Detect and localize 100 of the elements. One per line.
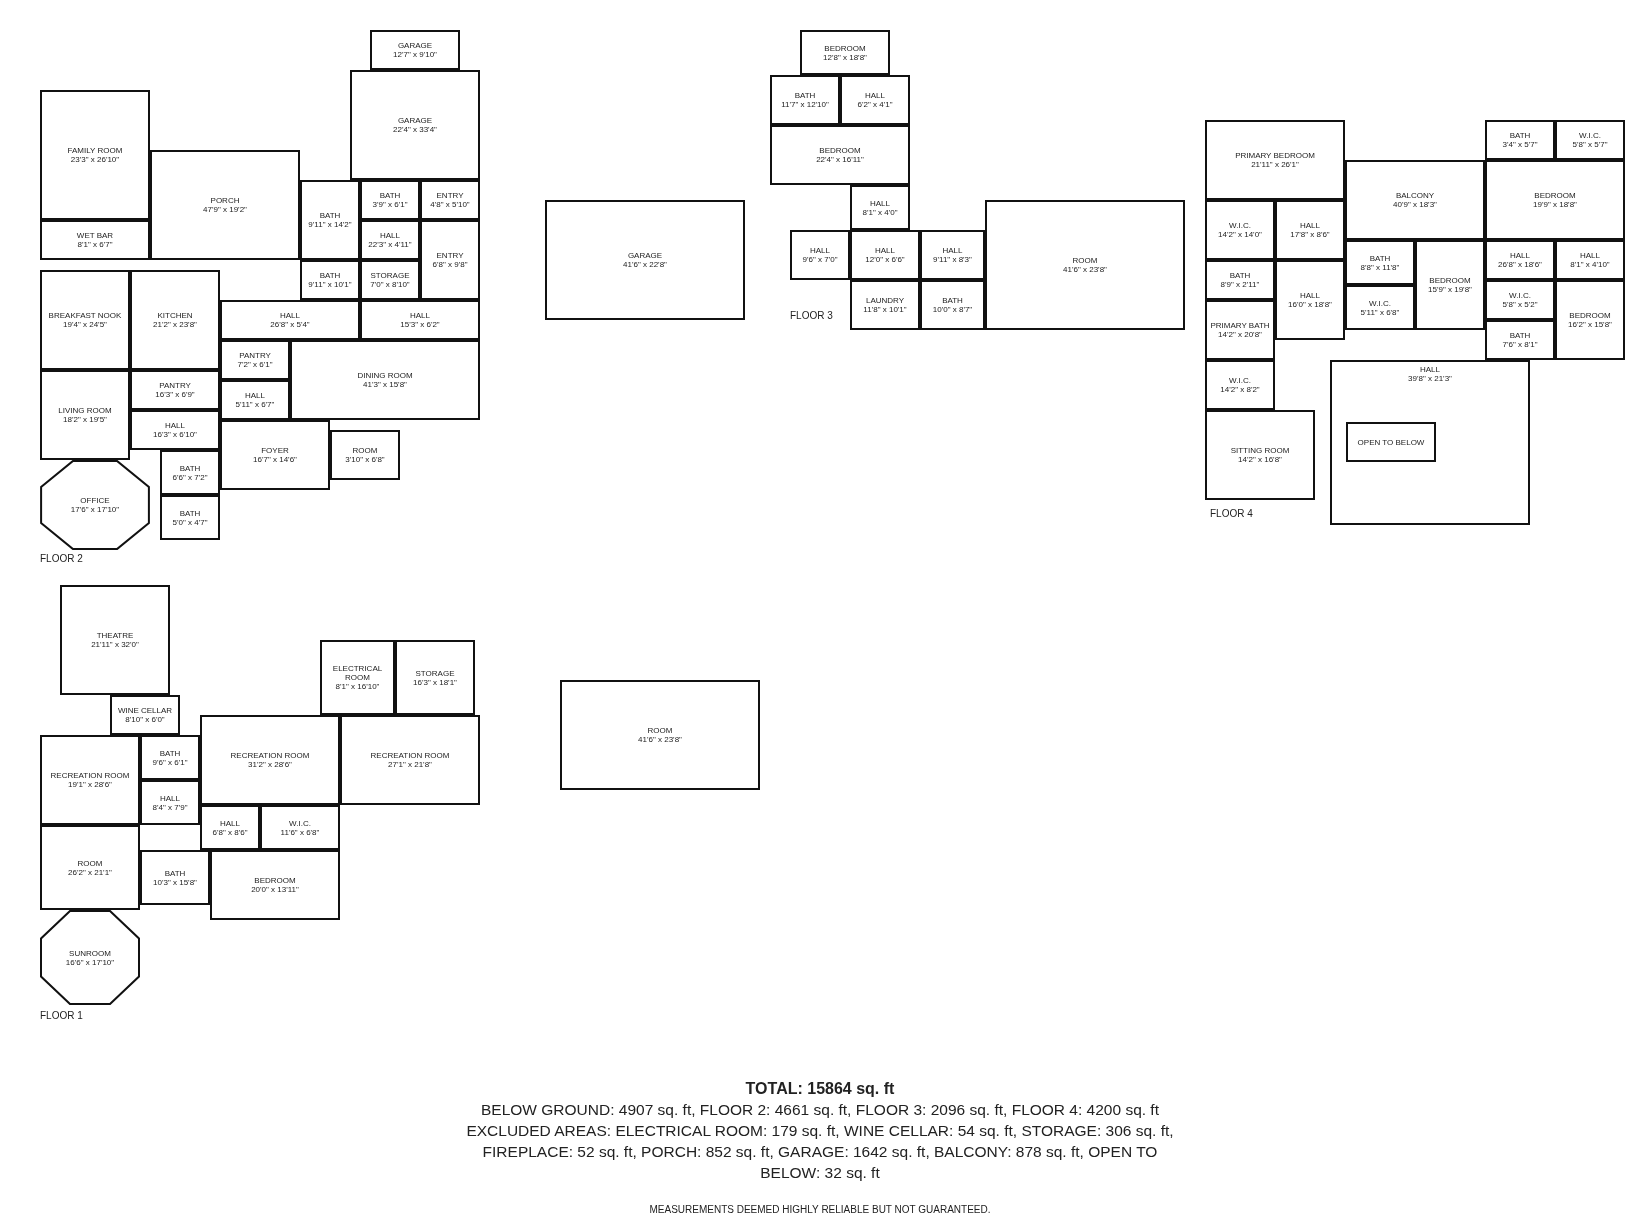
room-name: BATH <box>159 748 181 758</box>
room-outline <box>1555 240 1625 280</box>
room-dimensions: 8'1" x 4'0" <box>862 207 898 217</box>
room-outline <box>985 200 1185 330</box>
room-dimensions: 6'6" x 7'2" <box>172 472 208 482</box>
room-outline <box>1205 410 1315 500</box>
room-dimensions: 14'2" x 16'8" <box>1238 455 1282 464</box>
room-outline <box>330 430 400 480</box>
room-name: HALL <box>870 198 890 208</box>
room-name: HALL <box>1580 251 1600 260</box>
room-dimensions: 26'8" x 18'6" <box>1498 260 1542 269</box>
room-outline <box>1345 240 1415 285</box>
room-name: BATH <box>319 211 341 220</box>
room-name: HALL <box>245 391 265 400</box>
room-name: ROOM <box>647 726 673 735</box>
room-outline <box>200 715 340 805</box>
room-outline <box>420 220 480 300</box>
disclaimer-note: MEASUREMENTS DEEMED HIGHLY RELIABLE BUT NOT GUARANTEED. <box>649 1203 991 1217</box>
room-outline <box>1485 160 1625 240</box>
room-dimensions: 26'2" x 21'1" <box>68 867 112 877</box>
room-name: THEATRE <box>96 631 134 640</box>
room-dimensions: 22'3" x 4'11" <box>368 240 412 249</box>
room-dimensions: 41'6" x 23'8" <box>1063 265 1107 274</box>
room-dimensions: 3'10" x 6'8" <box>345 455 385 464</box>
room-name: WET BAR <box>76 231 114 240</box>
room-dimensions: 41'3" x 15'8" <box>363 380 407 389</box>
room-name: BEDROOM <box>1429 276 1471 285</box>
room-outline <box>130 370 220 410</box>
room-name: PRIMARY BEDROOM <box>1235 151 1315 160</box>
room-outline <box>40 270 130 370</box>
room-outline <box>1275 260 1345 340</box>
room-dimensions: 5'8" x 5'2" <box>1502 300 1538 309</box>
room-name: PORCH <box>210 196 240 205</box>
room-name: ENTRY <box>436 251 464 260</box>
room-name: BATH <box>1229 271 1251 280</box>
area-summary: BELOW GROUND: 4907 sq. ft, FLOOR 2: 4661 sq. ft, FLOOR 3: 2096 sq. ft, FLOOR 4: 4200 sq. ft <box>481 1100 1159 1120</box>
room-name: ROOM <box>1072 256 1098 265</box>
room-name: ELECTRICAL ROOM <box>331 664 384 682</box>
room-dimensions: 3'9" x 6'1" <box>372 200 408 209</box>
room-name: HALL <box>165 421 185 430</box>
room-name: BATH <box>164 868 186 878</box>
room-dimensions: 8'8" x 11'8" <box>1360 262 1400 272</box>
room-outline <box>800 30 890 75</box>
room-name: BATH <box>379 191 401 200</box>
room-outline <box>40 370 130 460</box>
room-dimensions: 17'6" x 17'10" <box>70 505 120 514</box>
room-outline <box>1555 280 1625 360</box>
room-outline <box>1205 300 1275 360</box>
room-dimensions: 16'3" x 6'9" <box>155 390 195 399</box>
room-name: BATH <box>1369 253 1391 263</box>
room-dimensions: 9'11" x 8'3" <box>933 255 972 264</box>
room-outline <box>40 910 140 1005</box>
room-outline <box>300 260 360 300</box>
room-outline <box>1345 285 1415 330</box>
room-outline <box>360 220 420 260</box>
room-dimensions: 9'6" x 7'0" <box>802 255 838 264</box>
room-name: RECREATION ROOM <box>50 771 130 780</box>
room-dimensions: 9'11" x 10'1" <box>308 280 352 289</box>
room-dimensions: 9'6" x 6'1" <box>152 757 188 767</box>
room-outline <box>1485 280 1555 320</box>
room-name: KITCHEN <box>157 311 193 320</box>
room-dimensions: 5'8" x 5'7" <box>1572 140 1608 149</box>
room-dimensions: 12'0" x 6'6" <box>865 255 905 264</box>
room-dimensions: 21'2" x 23'8" <box>153 320 197 329</box>
room-dimensions: 14'2" x 14'0" <box>1218 230 1262 239</box>
room-outline <box>360 260 420 300</box>
room-outline <box>920 230 985 280</box>
room-dimensions: 16'6" x 17'10" <box>65 957 115 967</box>
room-outline <box>920 280 985 330</box>
room-name: HALL <box>1300 221 1320 230</box>
room-name: WINE CELLAR <box>117 706 173 715</box>
room-dimensions: 19'4" x 24'5" <box>63 320 107 329</box>
room-outline <box>60 585 170 695</box>
room-outline <box>40 460 150 550</box>
room-dimensions: 8'4" x 7'9" <box>152 802 188 812</box>
room-outline <box>220 340 290 380</box>
room-name: W.I.C. <box>289 818 311 828</box>
room-outline <box>220 300 360 340</box>
room-dimensions: 22'4" x 16'11" <box>816 155 864 164</box>
room-name: ROOM <box>352 446 378 455</box>
room-outline <box>290 340 480 420</box>
room-name: RECREATION ROOM <box>230 751 310 760</box>
room-outline <box>420 180 480 220</box>
room-dimensions: 11'8" x 10'1" <box>863 305 907 314</box>
room-outline <box>1485 120 1555 160</box>
room-outline <box>220 380 290 420</box>
room-dimensions: 5'0" x 4'7" <box>172 517 208 527</box>
room-name: BATH <box>794 91 816 100</box>
room-dimensions: 19'1" x 28'6" <box>68 780 112 789</box>
room-outline <box>320 640 395 715</box>
room-name: HALL <box>220 818 240 828</box>
room-dimensions: 15'9" x 19'8" <box>1428 285 1472 294</box>
room-name: HALL <box>160 793 180 803</box>
room-name: HALL <box>380 231 400 240</box>
room-dimensions: 41'6" x 22'8" <box>623 260 667 269</box>
room-dimensions: 6'8" x 8'6" <box>212 827 248 837</box>
room-dimensions: 18'2" x 19'5" <box>63 415 107 424</box>
room-dimensions: 47'9" x 19'2" <box>203 205 247 214</box>
room-outline <box>545 200 745 320</box>
room-name: LAUNDRY <box>865 296 905 305</box>
